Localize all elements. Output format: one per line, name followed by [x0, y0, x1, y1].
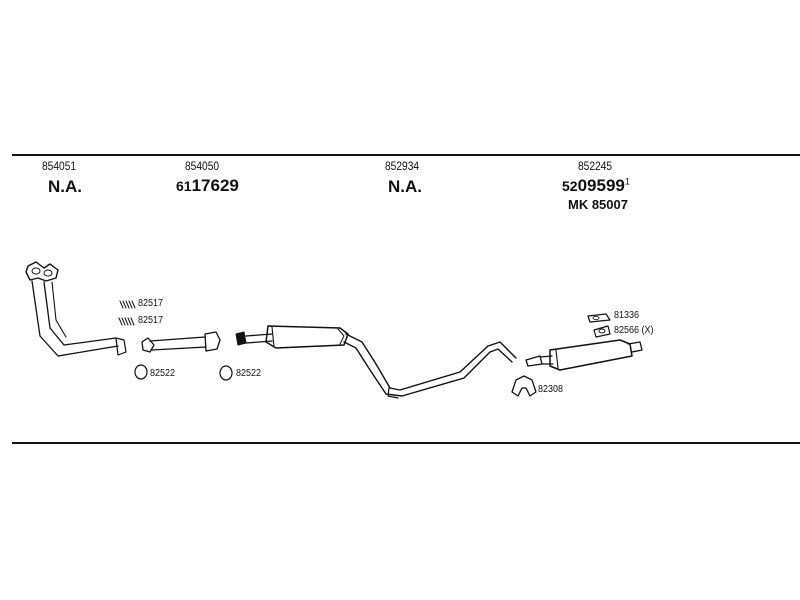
ring-a-label: 82522	[150, 368, 176, 379]
col2-part-number: 854050	[185, 159, 220, 173]
bracket-icon	[587, 313, 611, 323]
clamp-icons	[118, 300, 136, 326]
clamp-b-label: 82517	[138, 315, 164, 326]
col2-code: 6117629	[176, 177, 239, 195]
col3-code: N.A.	[388, 177, 422, 196]
mount-icon	[511, 375, 537, 397]
intermediate-pipe	[141, 331, 221, 353]
mount-label: 82308	[538, 384, 564, 395]
col4-part-number: 852245	[578, 159, 613, 173]
col2-code-prefix: 61	[176, 178, 192, 194]
hanger-icon	[593, 325, 611, 338]
col4-code: 52095991	[562, 177, 630, 195]
front-pipe	[25, 261, 127, 357]
bracket-label: 81336	[614, 310, 640, 321]
col2-code-main: 17629	[191, 176, 239, 195]
ring-b-icon	[219, 365, 233, 381]
ring-a-icon	[134, 364, 148, 380]
col1-part-number: 854051	[42, 159, 77, 173]
col4-kit-code: MK 85007	[568, 197, 628, 212]
col1-code: N.A.	[48, 177, 82, 196]
col4-code-prefix: 52	[562, 178, 578, 194]
clamp-a-label: 82517	[138, 298, 164, 309]
ring-b-label: 82522	[236, 368, 262, 379]
col3-part-number: 852934	[385, 159, 420, 173]
hanger-label: 82566 (X)	[614, 325, 654, 336]
col4-code-main: 09599	[577, 176, 625, 195]
bottom-divider	[12, 442, 800, 444]
rear-silencer	[525, 339, 643, 371]
col4-code-suffix: 1	[624, 176, 630, 187]
front-silencer	[235, 325, 517, 399]
top-divider	[12, 154, 800, 156]
